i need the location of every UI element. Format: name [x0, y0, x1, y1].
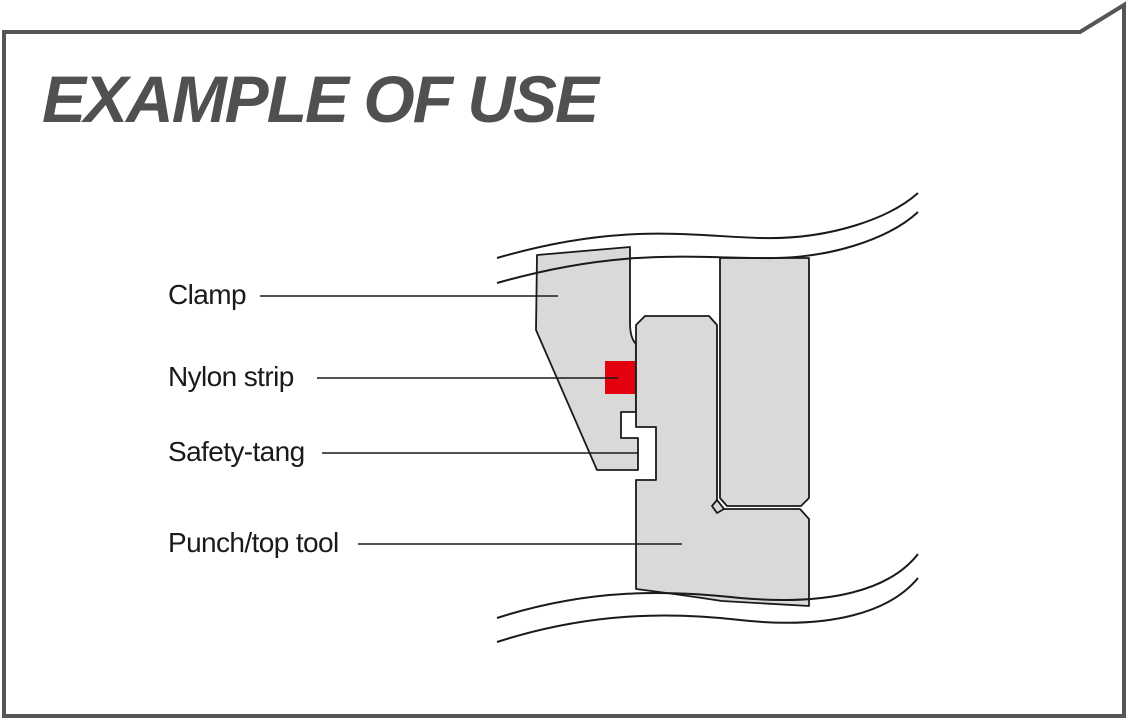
safety-tang-label: Safety-tang — [168, 436, 305, 467]
clamp-part — [535, 246, 639, 471]
clamp-label: Clamp — [168, 279, 246, 310]
break-line-bottom-2 — [496, 577, 919, 643]
break-line-bottom-1 — [496, 553, 919, 619]
page-title: EXAMPLE OF USE — [42, 62, 601, 136]
break-line-top-2 — [496, 211, 919, 284]
nylon-strip-label: Nylon strip — [168, 361, 294, 392]
break-line-top-1 — [496, 192, 919, 259]
groove-detail — [711, 499, 725, 514]
upper-beam-part — [719, 257, 810, 507]
punch-top-tool-label: Punch/top tool — [168, 527, 339, 558]
